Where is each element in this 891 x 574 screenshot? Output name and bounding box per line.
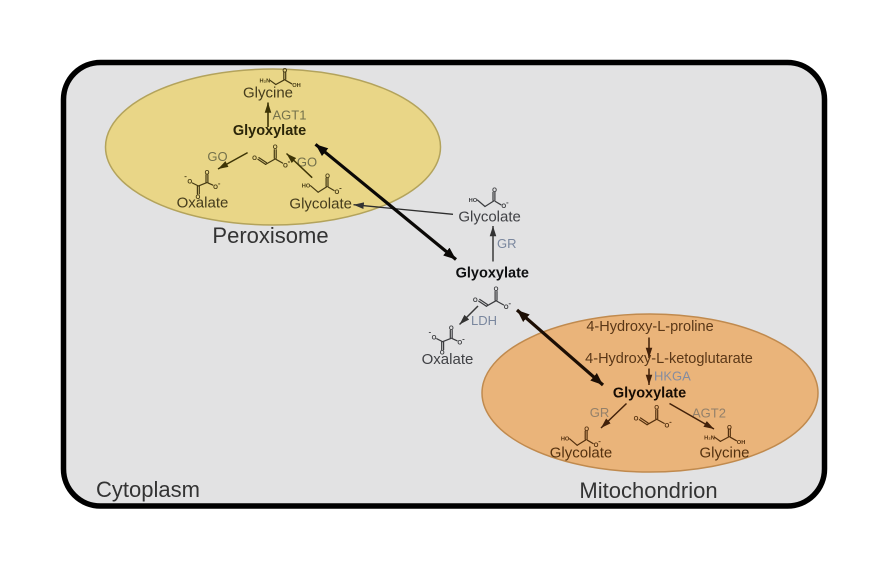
svg-text:4-Hydroxy-L-ketoglutarate: 4-Hydroxy-L-ketoglutarate xyxy=(585,351,753,367)
svg-text:Glycolate: Glycolate xyxy=(458,209,521,226)
svg-text:Glycolate: Glycolate xyxy=(550,445,613,462)
svg-text:HKGA: HKGA xyxy=(654,369,691,384)
svg-text:AGT2: AGT2 xyxy=(692,406,726,421)
svg-text:Glycine: Glycine xyxy=(699,445,749,462)
svg-text:Oxalate: Oxalate xyxy=(422,351,474,368)
svg-text:LDH: LDH xyxy=(471,313,497,328)
svg-text:GO: GO xyxy=(207,149,227,164)
svg-text:Cytoplasm: Cytoplasm xyxy=(96,477,200,502)
svg-text:AGT1: AGT1 xyxy=(273,108,307,123)
svg-text:Glyoxylate: Glyoxylate xyxy=(613,386,686,402)
svg-text:Mitochondrion: Mitochondrion xyxy=(579,478,717,503)
svg-text:Glyoxylate: Glyoxylate xyxy=(233,123,306,139)
svg-text:Oxalate: Oxalate xyxy=(177,195,229,212)
svg-text:GR: GR xyxy=(590,405,610,420)
svg-text:Glyoxylate: Glyoxylate xyxy=(456,266,529,282)
svg-text:Glycine: Glycine xyxy=(243,85,293,102)
svg-text:GR: GR xyxy=(497,236,517,251)
svg-text:Glycolate: Glycolate xyxy=(289,196,352,213)
svg-text:Peroxisome: Peroxisome xyxy=(212,223,328,248)
svg-text:GO: GO xyxy=(297,155,317,170)
svg-text:4-Hydroxy-L-proline: 4-Hydroxy-L-proline xyxy=(586,319,713,335)
